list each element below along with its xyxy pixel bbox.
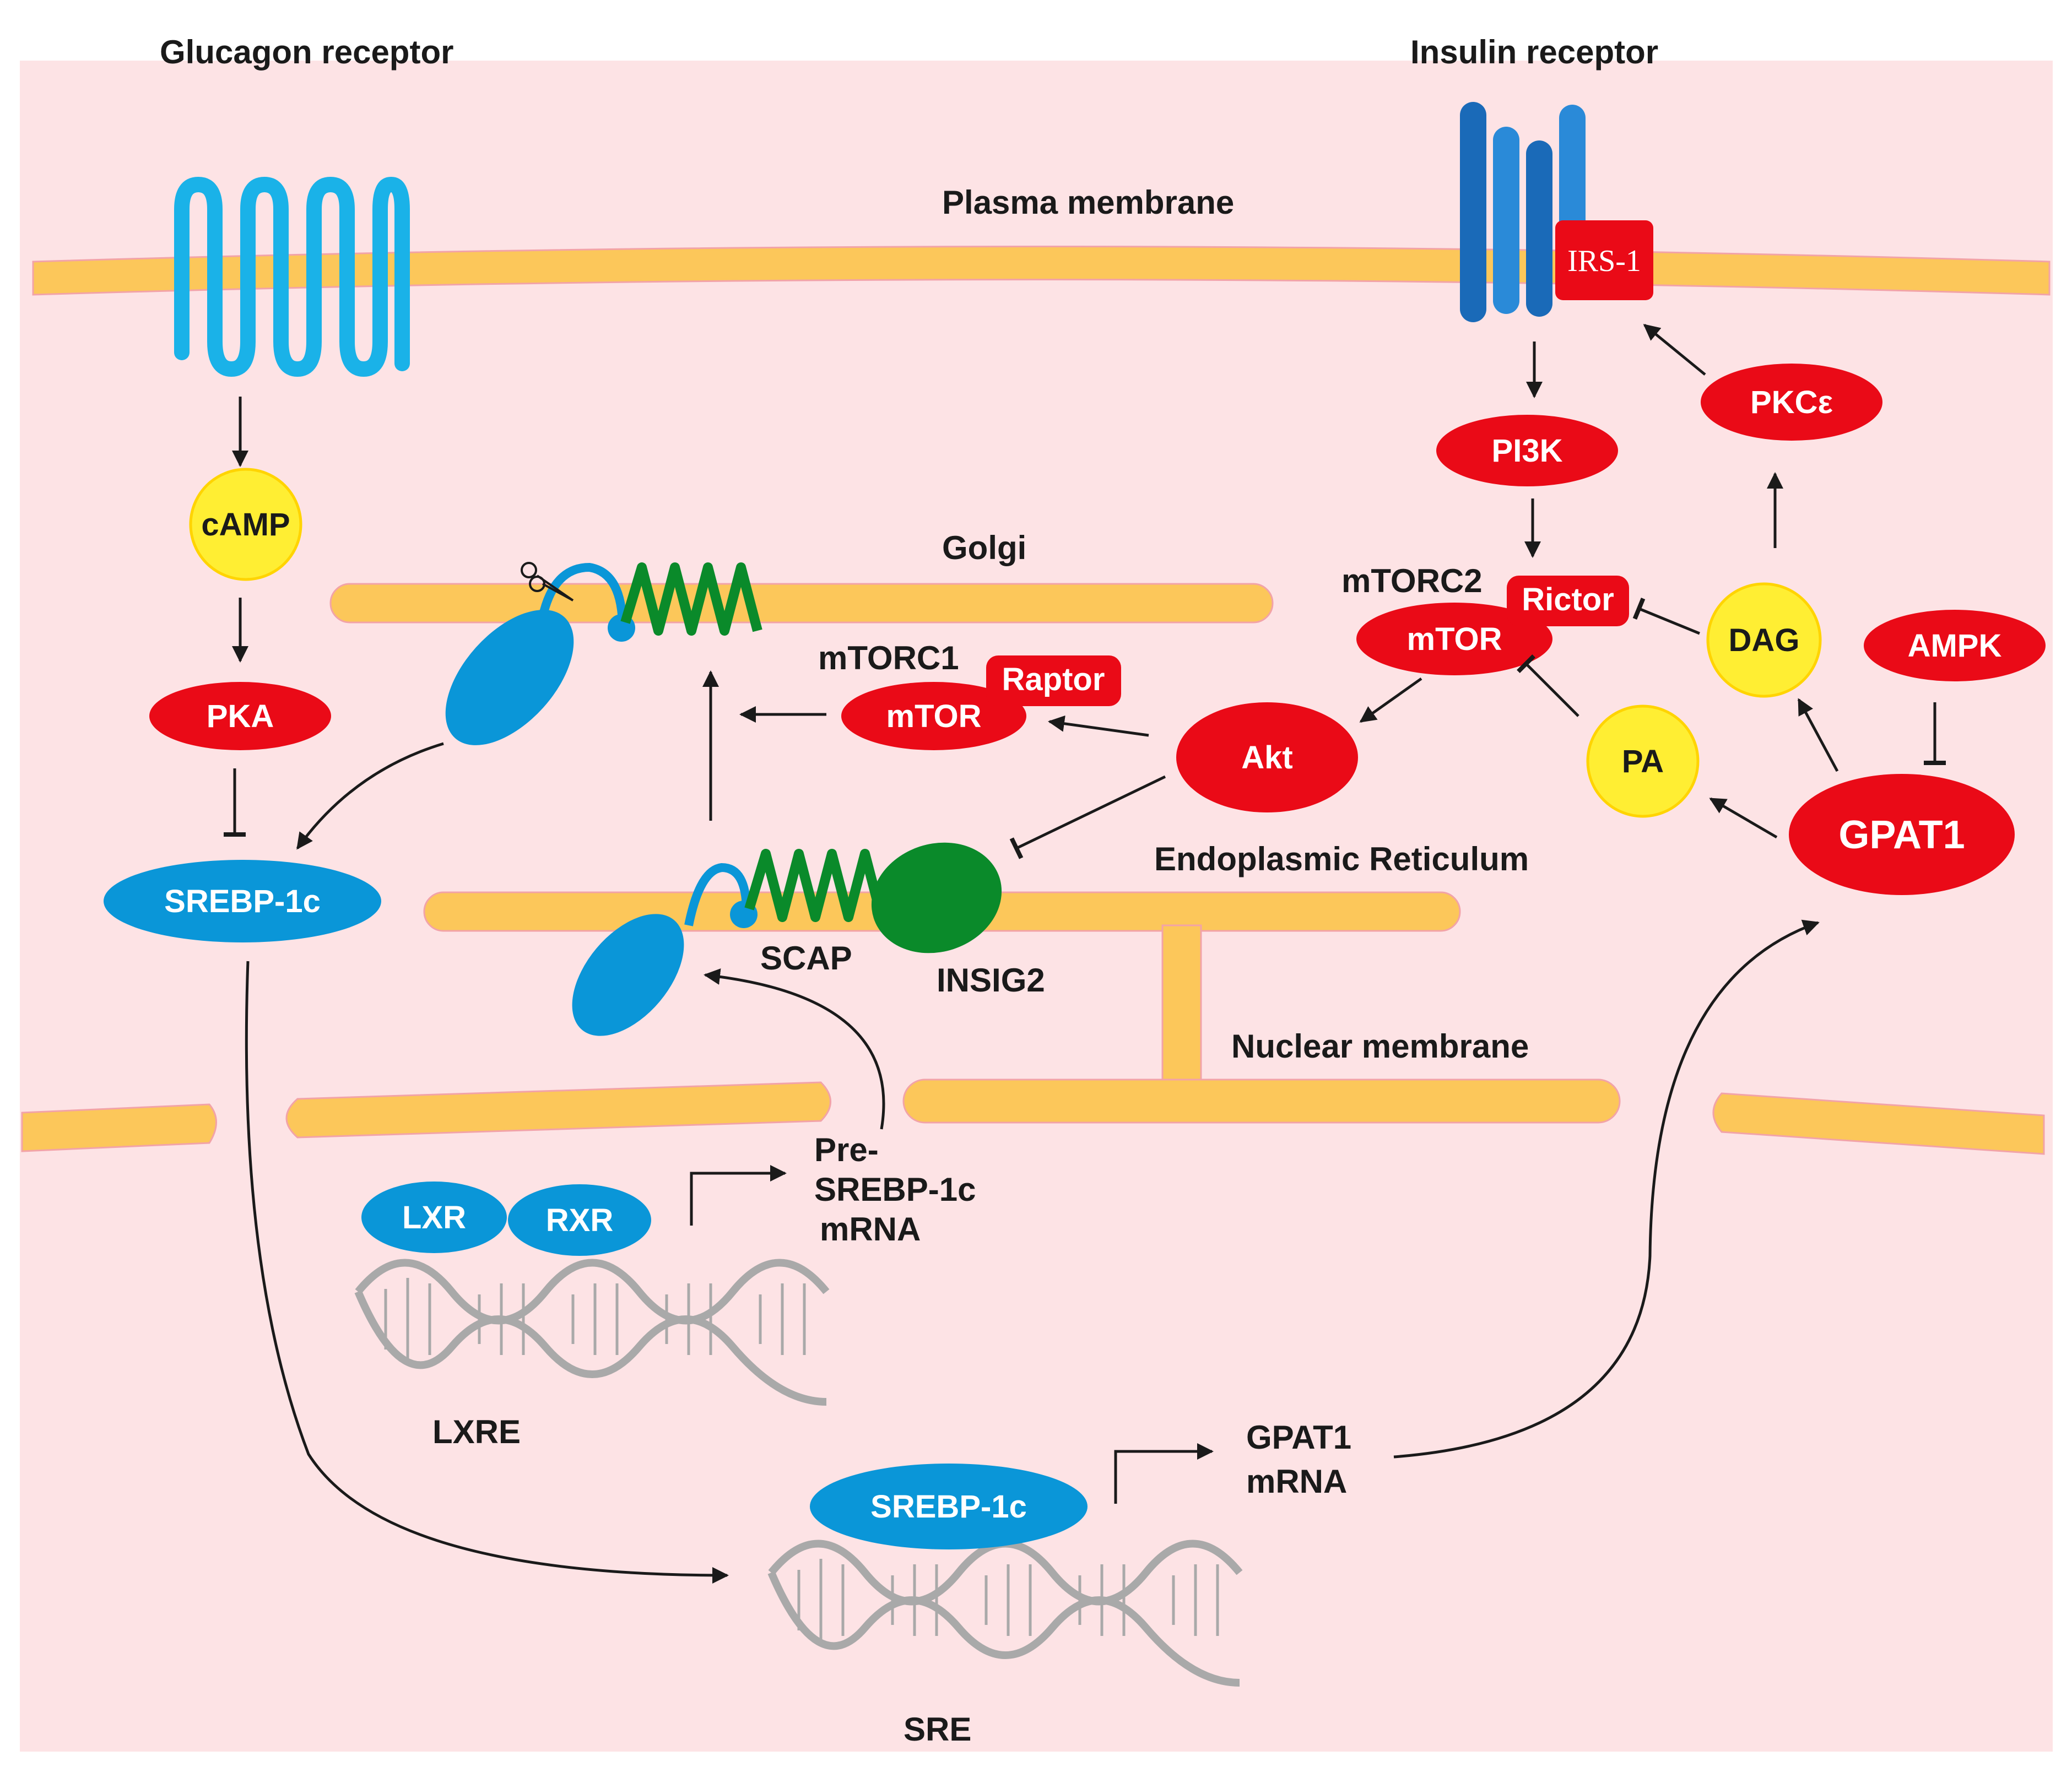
dag-label: DAG (1729, 622, 1800, 658)
srebp-cyt-node (104, 860, 381, 942)
srebp-cyt-label: SREBP-1c (164, 884, 321, 919)
arrow-golgi-to-srebp (296, 742, 444, 850)
insig2-label: INSIG2 (937, 962, 1045, 999)
gpat1-mrna-label-2: mRNA (1246, 1463, 1347, 1500)
nuclear-membrane-segment-1 (21, 1103, 217, 1152)
pka-label: PKA (207, 698, 274, 734)
insulin-receptor-label: Insulin receptor (1410, 34, 1658, 71)
glucagon-receptor (174, 176, 410, 377)
nuclear-membrane-segment-4 (1712, 1092, 2045, 1155)
rictor-label: Rictor (1522, 582, 1614, 617)
pre-srebp-label-2: SREBP-1c (814, 1171, 976, 1208)
mtorc2-label: mTORC2 (1341, 562, 1483, 599)
akt-node (1176, 702, 1358, 812)
pi3k-label: PI3K (1492, 433, 1563, 469)
lxr-node (361, 1182, 507, 1253)
camp-node (189, 468, 302, 581)
inhibit-akt-insig2 (1009, 775, 1166, 859)
arrow-srebp-to-sre (245, 961, 729, 1584)
golgi-srebp-loop (538, 562, 627, 628)
arrow-mtorc2-to-akt (1359, 677, 1422, 723)
camp-label: cAMP (201, 507, 290, 543)
pka-node (149, 682, 331, 750)
golgi-srebp-domain (445, 610, 574, 745)
golgi-membrane (329, 583, 1274, 624)
er-srebp-loop (684, 863, 751, 926)
irs1-node (1555, 220, 1653, 300)
akt-label: Akt (1241, 740, 1292, 776)
pa-label: PA (1622, 744, 1664, 779)
pa-node (1586, 704, 1700, 818)
gpat1-label: GPAT1 (1838, 813, 1965, 857)
arrow-transcription-gpat1 (1114, 1443, 1214, 1504)
mtor1-node (841, 682, 1026, 750)
insig2-protein (871, 842, 1002, 953)
srebp-nuc-node (810, 1464, 1088, 1549)
rxr-node (508, 1184, 651, 1256)
plasma-membrane-label: Plasma membrane (942, 184, 1234, 221)
arrow-pkce-to-irs (1643, 324, 1706, 376)
nuclear-membrane-segment-3 (902, 1079, 1621, 1124)
er-scap-helix (744, 849, 886, 922)
lxre-label: LXRE (432, 1413, 521, 1450)
arrow-mrna-to-er-srebp (704, 968, 885, 1130)
raptor-node (986, 655, 1121, 706)
sre-label: SRE (904, 1711, 971, 1748)
pkce-label: PKCε (1750, 384, 1833, 420)
nuclear-membrane-label: Nuclear membrane (1231, 1028, 1529, 1065)
pre-srebp-label-3: mRNA (820, 1211, 921, 1248)
rxr-label: RXR (546, 1202, 613, 1238)
pi3k-node (1436, 415, 1618, 486)
ampk-node (1864, 610, 2046, 681)
nuclear-membrane-segment-2 (285, 1081, 831, 1139)
srebp-nuc-label: SREBP-1c (870, 1489, 1027, 1525)
arrow-gpat1-to-dag (1797, 698, 1839, 772)
mtor1-label: mTOR (886, 698, 982, 734)
inhibit-dag-rictor (1632, 597, 1700, 635)
gpat1-mrna-label-1: GPAT1 (1246, 1419, 1351, 1456)
ampk-label: AMPK (1908, 628, 2002, 664)
glucagon-receptor-label: Glucagon receptor (160, 34, 453, 71)
er-label: Endoplasmic Reticulum (1154, 841, 1529, 877)
golgi-scap-helix (620, 562, 762, 636)
inhibit-pa-mtorc2 (1517, 654, 1579, 717)
er-nuclear-connector (1161, 924, 1202, 1092)
arrow-gpat1-mrna-to-gpat1 (1393, 919, 1820, 1459)
gpat1-node (1789, 774, 2015, 895)
mtorc1-label: mTORC1 (818, 640, 959, 676)
irs1-label: IRS-1 (1567, 244, 1641, 278)
scissors-icon (521, 562, 574, 601)
dag-node (1706, 582, 1822, 698)
pkce-node (1701, 364, 1882, 441)
er-srebp-domain (572, 914, 684, 1036)
arrow-akt-to-mtorc1 (1048, 715, 1149, 737)
mtor2-node (1356, 603, 1552, 675)
lxre-dna-helix (354, 1259, 830, 1406)
rictor-node (1507, 576, 1629, 626)
arrow-gpat1-to-pa (1709, 797, 1778, 839)
scap-label: SCAP (760, 940, 852, 977)
arrow-transcription-pre-srebp (690, 1165, 787, 1226)
pre-srebp-label-1: Pre- (814, 1131, 879, 1168)
lxr-label: LXR (402, 1200, 466, 1235)
golgi-label: Golgi (942, 529, 1026, 566)
raptor-label: Raptor (1002, 662, 1105, 697)
mtor2-label: mTOR (1407, 621, 1502, 657)
